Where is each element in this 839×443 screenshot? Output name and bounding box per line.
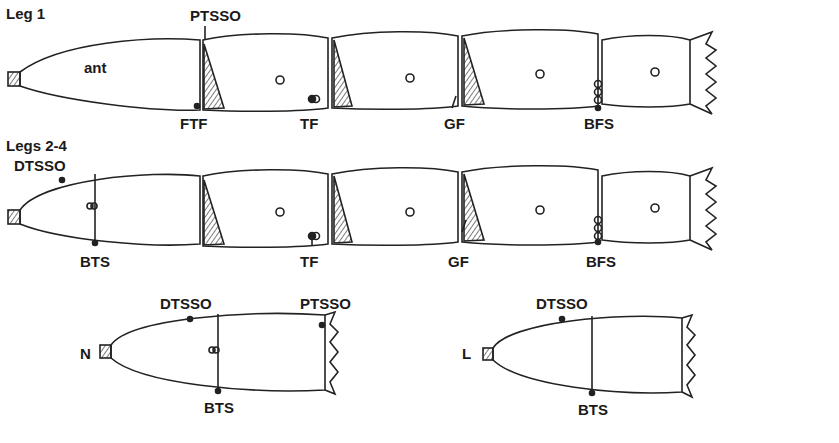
organ-label: PTSSO bbox=[190, 8, 241, 23]
organ-label: GF bbox=[444, 116, 465, 131]
stage-label: L bbox=[462, 346, 471, 361]
organ-label: BFS bbox=[586, 254, 616, 269]
stage-label: N bbox=[80, 346, 91, 361]
organ-label: DTSSO bbox=[536, 296, 588, 311]
organ-label: BTS bbox=[204, 400, 234, 415]
organ-label: FTF bbox=[180, 116, 208, 131]
organ-label: PTSSO bbox=[300, 296, 351, 311]
organ-label: BFS bbox=[584, 116, 614, 131]
organ-label: BTS bbox=[578, 402, 608, 417]
part-label: ant bbox=[84, 60, 107, 75]
organ-label: GF bbox=[448, 254, 469, 269]
organ-label: DTSSO bbox=[14, 158, 66, 173]
organ-label: DTSSO bbox=[160, 296, 212, 311]
organ-label: TF bbox=[300, 254, 318, 269]
organ-label: TF bbox=[300, 116, 318, 131]
organ-label: BTS bbox=[80, 254, 110, 269]
leg-title: Leg 1 bbox=[6, 6, 45, 21]
leg-title: Legs 2-4 bbox=[6, 138, 67, 153]
